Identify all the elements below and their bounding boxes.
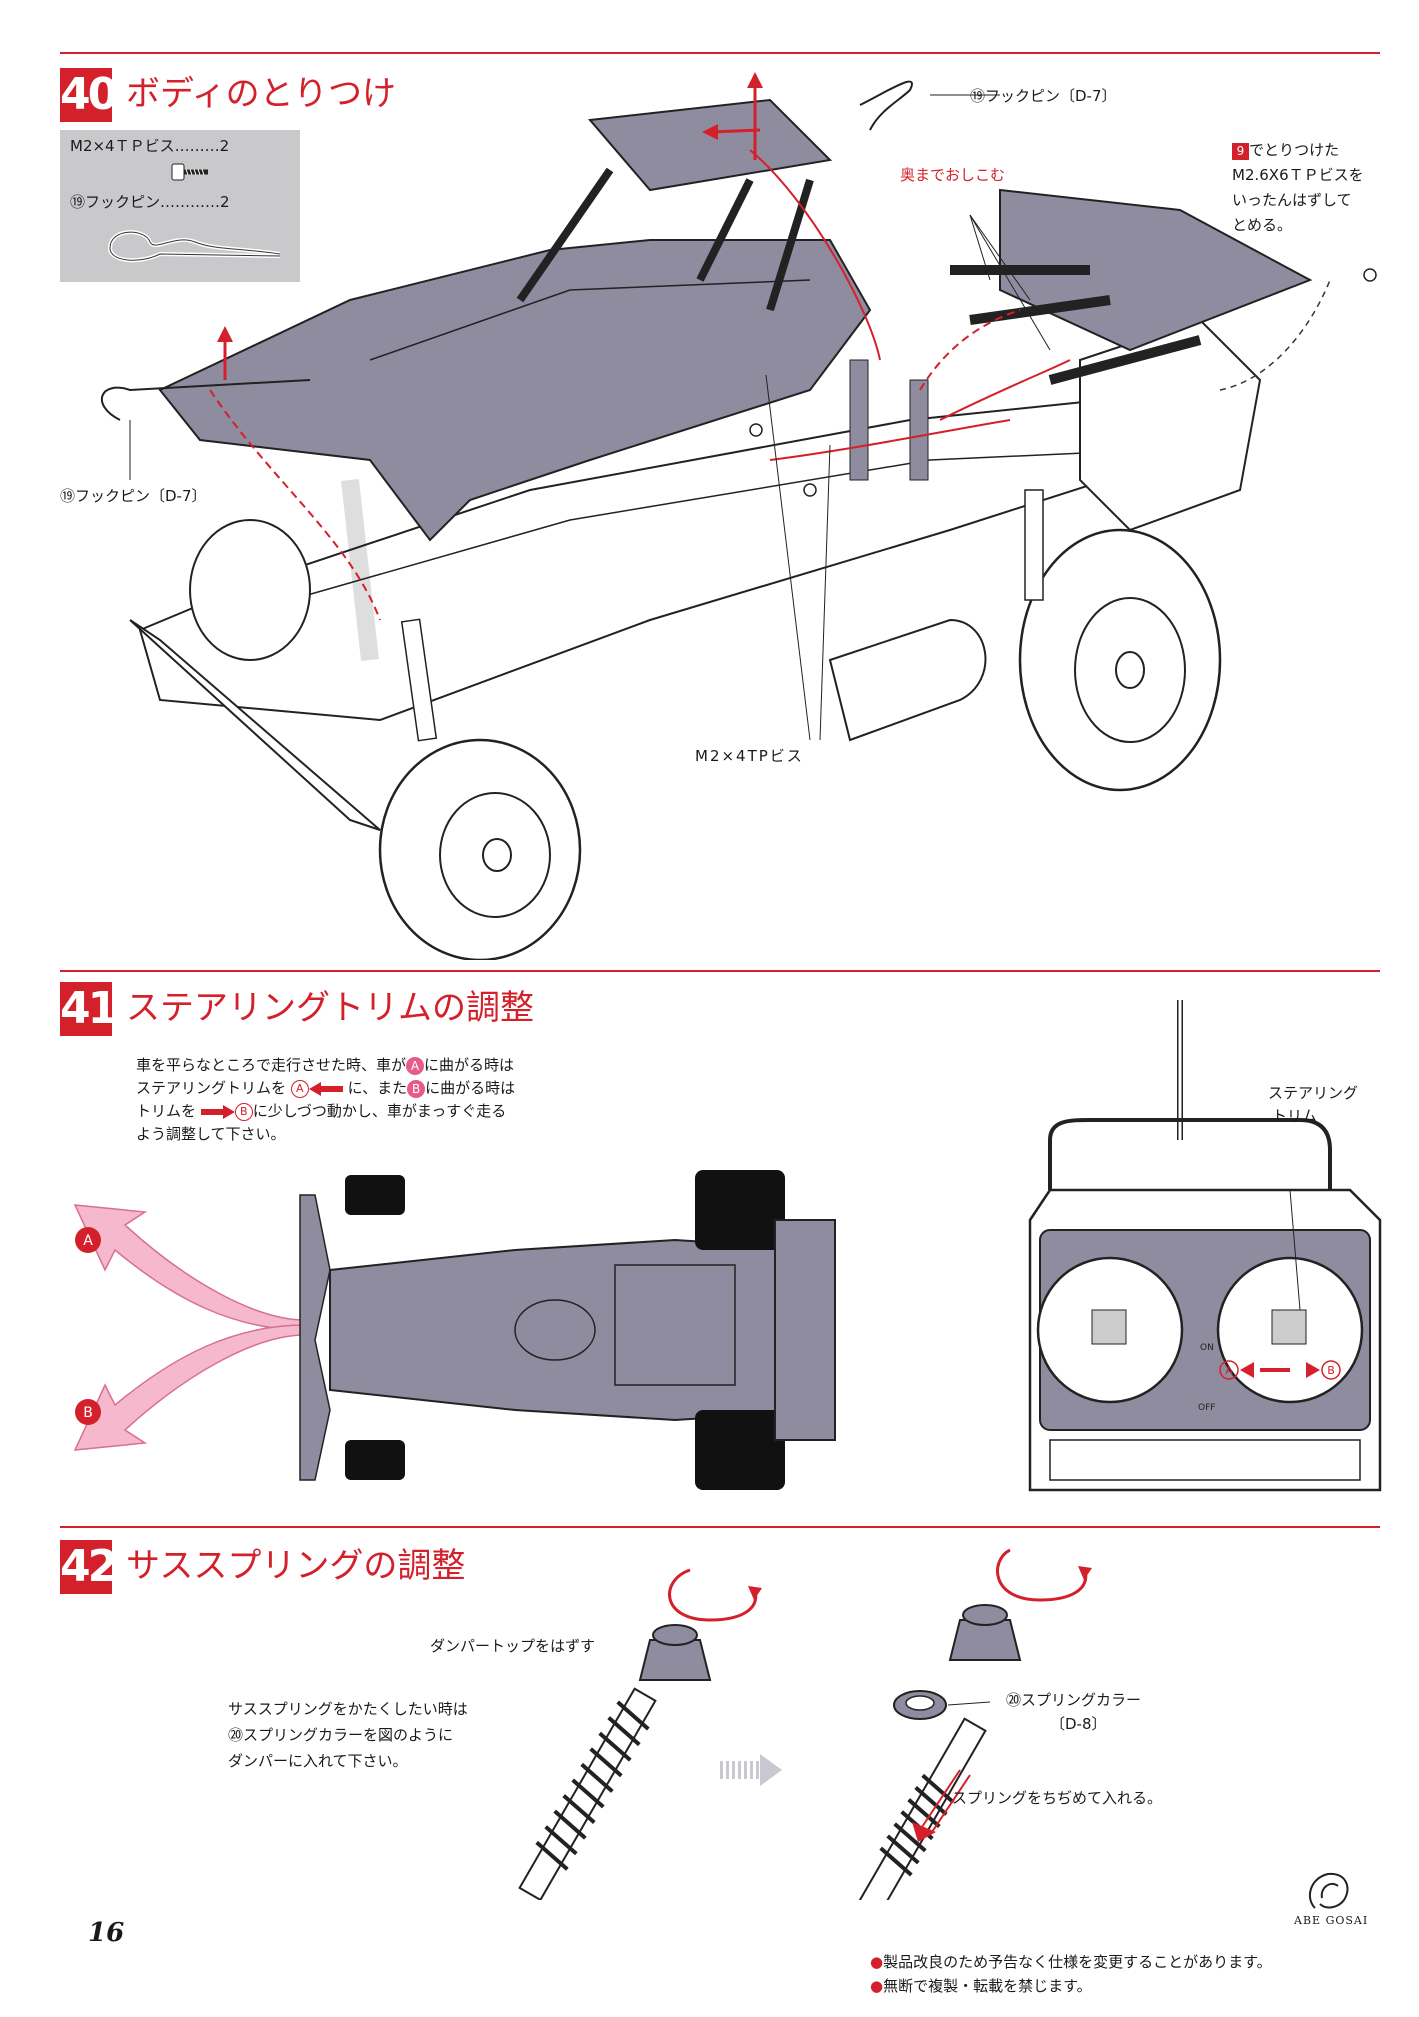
para-text: トリムを (136, 1102, 197, 1120)
marker-a-outline: A (290, 1079, 309, 1098)
svg-text:B: B (1327, 1364, 1335, 1377)
logo-part: GOSAI (1325, 1914, 1369, 1927)
arrow-left-icon (308, 1081, 343, 1096)
section-divider (60, 1526, 1380, 1528)
parts-line-screw: M2×4ＴＰビス………2 (70, 136, 229, 156)
marker-a: A (406, 1056, 425, 1075)
step-title: ステアリングトリムの調整 (126, 988, 534, 1028)
label-steering-trim: ステアリング トリム (1268, 1082, 1358, 1128)
svg-text:A: A (1225, 1364, 1233, 1377)
screw-icon (171, 163, 208, 181)
part-dots: ………… (160, 193, 221, 211)
page-number: 16 (88, 1918, 125, 1948)
step-number: 40 (60, 68, 118, 122)
para-text: よう調整して下さい。 (136, 1125, 286, 1143)
part-name: M2×4ＴＰビス (70, 137, 175, 155)
damper-spring-illustration (518, 1548, 1092, 1900)
transmitter-switch-off: OFF (1198, 1403, 1215, 1413)
logo-text: ABE GOSAI (1294, 1914, 1368, 1927)
para-text: に曲がる時は (424, 1056, 515, 1074)
label-line: ステアリング (1268, 1084, 1359, 1102)
part-qty: 2 (220, 193, 230, 211)
abe-gosai-logo (1308, 1872, 1349, 1909)
topview-car-illustration: A B (73, 1170, 836, 1490)
bullet-icon: ● (870, 1953, 884, 1971)
svg-text:B: B (83, 1405, 93, 1421)
note-line: でとりつけた (1249, 141, 1340, 159)
para-text: サススプリングをかたくしたい時は (228, 1700, 468, 1718)
parts-list-box: M2×4ＴＰビス………2 ⑲フックピン…………2 (60, 130, 300, 282)
para-text: に曲がる時は (425, 1079, 516, 1097)
transmitter-illustration: A B ON OFF (1028, 1000, 1382, 1492)
footer-note: 無断で複製・転載を禁じます。 (883, 1977, 1092, 1995)
label-line: トリム (1272, 1107, 1318, 1125)
svg-text:A: A (83, 1233, 93, 1249)
label-hookpin-top: ⑲フックピン〔D-7〕 (970, 87, 1117, 105)
label-hookpin-left: ⑲フックピン〔D-7〕 (60, 487, 207, 505)
note-line: とめる。 (1232, 216, 1293, 234)
transmitter-switch-on: ON (1200, 1343, 1214, 1353)
arrow-right-icon (200, 1104, 235, 1119)
footer-note: 製品改良のため予告なく仕様を変更することがあります。 (883, 1953, 1272, 1971)
parts-line-hookpin: ⑲フックピン…………2 (70, 192, 230, 212)
part-name: ⑲フックピン (70, 193, 161, 211)
para-text: ステアリングトリムを (136, 1079, 287, 1097)
para-text: 車を平らなところで走行させた時、車が (136, 1056, 407, 1074)
label-screws: M2×4TPビス (695, 747, 804, 765)
para-text: に、また (347, 1079, 408, 1097)
note-line: M2.6X6ＴＰビスを (1232, 166, 1364, 184)
section-divider-top (60, 52, 1380, 54)
footer-notes: ●製品改良のため予告なく仕様を変更することがあります。 ●無断で複製・転載を禁じ… (870, 1950, 1272, 1998)
step-title: ボディのとりつけ (126, 74, 396, 114)
part-dots: ……… (174, 137, 220, 155)
section-divider (60, 970, 1380, 972)
step-title: サススプリングの調整 (126, 1546, 466, 1586)
note-line: いったんはずして (1232, 191, 1352, 209)
step-number: 42 (60, 1540, 118, 1594)
label-spring-collar: ⑳スプリングカラー (1006, 1691, 1142, 1709)
note-badge: 9 (1232, 143, 1249, 160)
para-text: ⑳スプリングカラーを図のように (228, 1726, 454, 1744)
label-spring-collar-code: 〔D-8〕 (1050, 1715, 1107, 1733)
logo-part: ABE (1294, 1914, 1322, 1927)
buggy-assembly-illustration (100, 72, 1377, 960)
spring-collar-instructions: サススプリングをかたくしたい時は ⑳スプリングカラーを図のように ダンパーに入れ… (228, 1696, 468, 1774)
para-text: ダンパーに入れて下さい。 (228, 1752, 408, 1770)
part-qty: 2 (219, 137, 230, 155)
bullet-icon: ● (870, 1977, 884, 1995)
label-compress-spring: スプリングをちぢめて入れる。 (952, 1789, 1163, 1807)
marker-b-outline: B (234, 1102, 253, 1121)
para-text: に少しづつ動かし、車がまっすぐ走る (252, 1102, 507, 1120)
step-number: 41 (60, 982, 118, 1036)
label-push-in: 奥までおしこむ (900, 166, 1006, 184)
marker-b: B (407, 1079, 426, 1098)
label-damper-top: ダンパートップをはずす (430, 1637, 596, 1655)
hookpin-icon (108, 230, 281, 263)
